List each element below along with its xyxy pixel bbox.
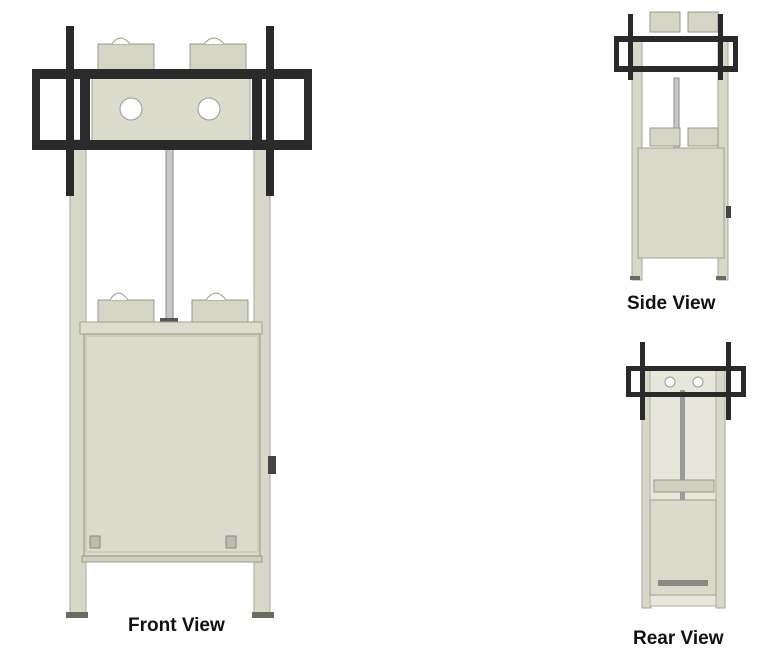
side-view-caption: Side View xyxy=(627,293,716,314)
front-view-illustration xyxy=(32,26,312,618)
side-view: Side View xyxy=(600,0,760,320)
rear-view: Rear View xyxy=(600,330,760,660)
side-view-illustration xyxy=(614,11,738,281)
rear-view-illustration xyxy=(626,342,746,609)
rear-view-caption: Rear View xyxy=(633,628,724,649)
front-view: Front View xyxy=(0,0,360,660)
front-view-caption: Front View xyxy=(128,615,225,636)
